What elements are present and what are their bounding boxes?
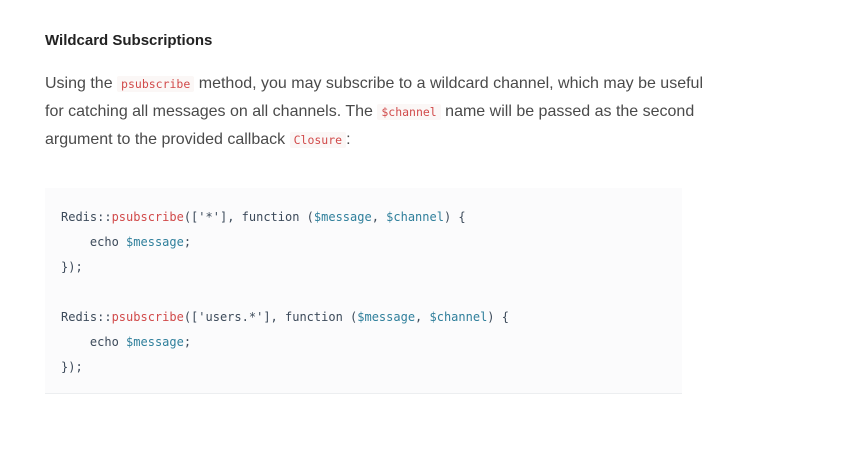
code-token: $channel [386,210,444,224]
code-gap [61,280,664,305]
code-token: , [371,210,387,224]
code-token [119,335,126,349]
paragraph-text: name will be passed as the second argume… [45,103,695,148]
code-token [61,335,90,349]
code-line: Redis::psubscribe(['*'], function ($mess… [61,205,664,230]
paragraph-text: : [346,131,351,148]
code-line: echo $message; [61,330,664,355]
paragraph-text: method, you may subscribe to a wildcard … [45,75,703,120]
code-token: ( [342,310,358,324]
code-token: function [241,210,300,224]
code-token: ([ [183,210,199,224]
code-line: echo $message; [61,230,664,255]
inline-code-channel: $channel [377,104,441,120]
code-line: }); [61,360,83,374]
code-token: Redis:: [61,210,112,224]
paragraph-text: Using the [45,75,118,92]
code-token: $message [357,310,416,324]
code-token: function [285,310,343,324]
code-token: $message [126,335,184,349]
section-heading: Wildcard Subscriptions [45,32,213,49]
code-token: $channel [429,310,488,324]
code-token: ([ [183,310,199,324]
code-token: ], [219,210,242,224]
code-token: $message [126,235,184,249]
code-token: '*' [198,210,220,224]
code-token: echo [89,335,119,349]
inline-code-closure: Closure [289,132,347,148]
code-token: Redis:: [61,310,112,324]
code-token: $message [313,210,372,224]
code-token: ; [183,235,192,249]
code-line: }); [61,260,83,274]
code-token: 'users.*' [198,310,264,324]
code-token: ) { [487,310,509,324]
code-block[interactable]: Redis::psubscribe(['*'], function ($mess… [45,188,682,394]
code-token: psubscribe [111,310,184,324]
code-token [61,235,90,249]
code-token: ( [299,210,314,224]
description-paragraph: Using the psubscribe method, you may sub… [45,70,705,154]
code-line: Redis::psubscribe(['users.*'], function … [61,305,664,330]
code-token: echo [89,235,119,249]
code-token: ; [183,335,192,349]
code-token: psubscribe [111,210,184,224]
code-token [119,235,126,249]
code-token: ], [263,310,285,324]
code-token: ) { [443,210,466,224]
inline-code-psubscribe: psubscribe [117,76,195,92]
code-token: , [415,310,430,324]
